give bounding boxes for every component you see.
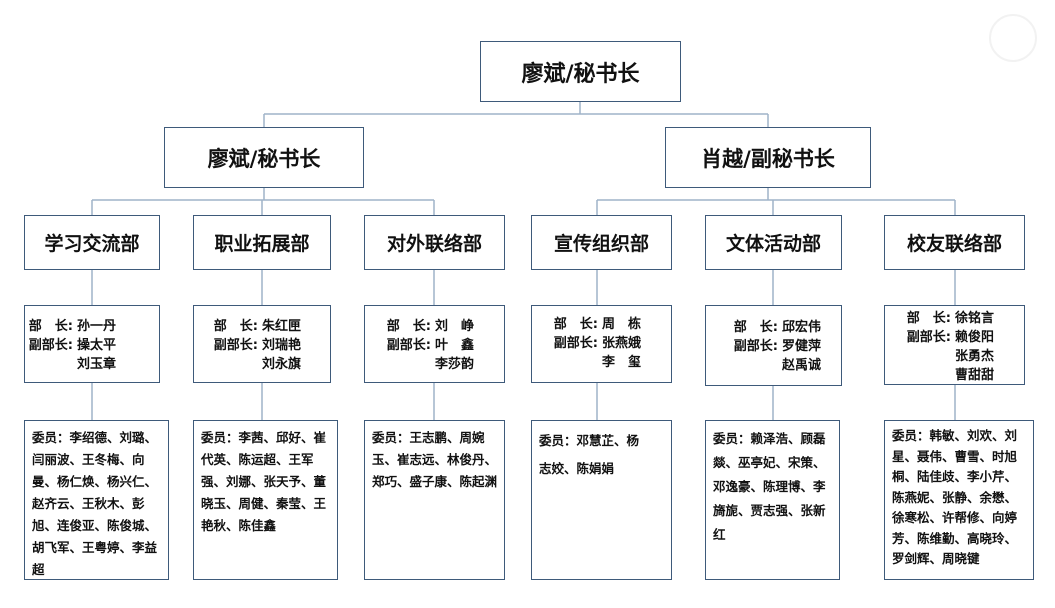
deputy-name: 李 玺 [602, 355, 642, 370]
head-label: 部 长: [553, 317, 598, 332]
members-text: 委员：韩敏、刘欢、刘星、聂伟、曹雪、时旭桐、陆佳歧、李小芹、陈燕妮、张静、余懋、… [892, 428, 1018, 566]
members-text: 委员：王志鹏、周婉玉、崔志远、林俊丹、郑巧、盛子康、陈起渊 [372, 430, 498, 489]
members-box: 委员：王志鹏、周婉玉、崔志远、林俊丹、郑巧、盛子康、陈起渊 [364, 420, 505, 580]
members-text: 委员：李茜、邱好、崔代英、陈运超、王军强、刘娜、张天予、董晓玉、周健、秦莹、王艳… [201, 430, 327, 533]
head-name: 朱红匣 [262, 319, 302, 334]
deputy-label: 副部长: [386, 338, 431, 353]
dept-node: 校友联络部 [884, 215, 1025, 270]
deputy-name: 刘玉章 [77, 357, 117, 372]
dept-node: 学习交流部 [24, 215, 160, 270]
head-label: 部 长: [213, 319, 258, 334]
deputy-name: 张勇杰 [955, 349, 995, 364]
branch-title: 肖越/副秘书长 [701, 146, 835, 171]
head-name: 孙一丹 [77, 319, 117, 334]
head-label: 部 长: [733, 320, 778, 335]
head-name: 刘 峥 [435, 319, 475, 334]
head-name: 周 栋 [602, 317, 642, 332]
leadership-box: 部 长: 刘 峥 副部长: 叶 鑫 李莎韵 [364, 305, 505, 383]
deputy-label: 副部长: [28, 338, 73, 353]
deputy-label: 副部长: [553, 336, 598, 351]
members-text: 委员：赖泽浩、顾磊燚、巫亭妃、宋策、邓逸豪、陈理博、李旖旎、贾志强、张新红 [713, 431, 826, 542]
members-box: 委员：邓慧芷、杨志姣、陈娟娟 [531, 420, 672, 580]
members-text: 委员：李绍德、刘璐、闫丽波、王冬梅、向曼、杨仁焕、杨兴仁、赵齐云、王秋木、彭旭、… [32, 430, 158, 577]
branch-node-left: 廖斌/秘书长 [164, 127, 364, 188]
leadership-box: 部 长: 徐铭言 副部长: 赖俊阳 张勇杰 曹甜甜 [884, 305, 1025, 385]
members-box: 委员：赖泽浩、顾磊燚、巫亭妃、宋策、邓逸豪、陈理博、李旖旎、贾志强、张新红 [705, 420, 840, 580]
deputy-name: 操太平 [77, 338, 117, 353]
deputy-name: 刘永旗 [262, 357, 302, 372]
deputy-name: 叶 鑫 [435, 338, 475, 353]
deputy-name: 张燕娥 [602, 336, 642, 351]
deputy-name: 刘瑞艳 [262, 338, 302, 353]
head-label: 部 长: [386, 319, 431, 334]
watermark-logo [989, 14, 1037, 62]
top-node-title: 廖斌/秘书长 [521, 61, 640, 87]
leadership-box: 部 长: 邱宏伟 副部长: 罗健萍 赵禹诚 [705, 305, 842, 386]
members-box: 委员：李绍德、刘璐、闫丽波、王冬梅、向曼、杨仁焕、杨兴仁、赵齐云、王秋木、彭旭、… [24, 420, 169, 580]
dept-title: 校友联络部 [906, 233, 1002, 255]
members-box: 委员：李茜、邱好、崔代英、陈运超、王军强、刘娜、张天予、董晓玉、周健、秦莹、王艳… [193, 420, 338, 580]
branch-title: 廖斌/秘书长 [207, 146, 321, 171]
leadership-box: 部 长: 孙一丹 副部长: 操太平 刘玉章 [24, 305, 160, 383]
branch-node-right: 肖越/副秘书长 [665, 127, 871, 188]
dept-node: 宣传组织部 [531, 215, 672, 270]
dept-title: 对外联络部 [386, 233, 482, 255]
head-label: 部 长: [28, 319, 73, 334]
deputy-name: 赖俊阳 [955, 330, 995, 345]
top-node: 廖斌/秘书长 [480, 41, 681, 102]
dept-title: 职业拓展部 [214, 233, 310, 255]
dept-title: 学习交流部 [44, 233, 140, 255]
dept-title: 文体活动部 [725, 233, 821, 255]
deputy-name: 曹甜甜 [955, 368, 995, 383]
deputy-label: 副部长: [213, 338, 258, 353]
dept-title: 宣传组织部 [553, 233, 649, 255]
leadership-box: 部 长: 朱红匣 副部长: 刘瑞艳 刘永旗 [193, 305, 331, 383]
deputy-name: 李莎韵 [435, 357, 475, 372]
dept-node: 文体活动部 [705, 215, 842, 270]
deputy-name: 罗健萍 [782, 339, 822, 354]
dept-node: 对外联络部 [364, 215, 505, 270]
deputy-name: 赵禹诚 [782, 358, 822, 373]
head-name: 徐铭言 [955, 311, 995, 326]
dept-node: 职业拓展部 [193, 215, 331, 270]
deputy-label: 副部长: [733, 339, 778, 354]
head-label: 部 长: [906, 311, 951, 326]
deputy-label: 副部长: [906, 330, 951, 345]
head-name: 邱宏伟 [782, 320, 822, 335]
leadership-box: 部 长: 周 栋 副部长: 张燕娥 李 玺 [531, 305, 672, 383]
members-text: 委员：邓慧芷、杨志姣、陈娟娟 [539, 433, 640, 476]
members-box: 委员：韩敏、刘欢、刘星、聂伟、曹雪、时旭桐、陆佳歧、李小芹、陈燕妮、张静、余懋、… [884, 420, 1034, 580]
